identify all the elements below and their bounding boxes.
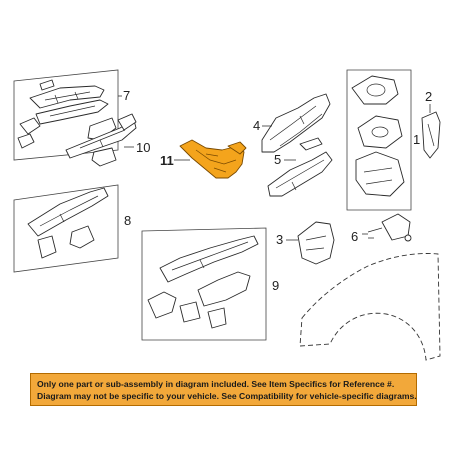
part-group-8	[13, 184, 119, 273]
part-9-brace	[197, 271, 251, 307]
callout-9: 9	[272, 278, 279, 293]
part-5	[267, 137, 333, 197]
callout-3: 3	[276, 232, 283, 247]
callout-5: 5	[274, 152, 281, 167]
disclaimer-line-2: Diagram may not be specific to your vehi…	[37, 391, 417, 401]
part-4	[261, 93, 331, 153]
part-7-mid-rail	[35, 99, 109, 125]
callout-1: 1	[413, 132, 420, 147]
callout-6: 6	[351, 229, 358, 244]
part-group-1	[346, 69, 412, 211]
part-6-sensor	[381, 213, 411, 241]
part-8-rail	[27, 187, 109, 237]
group-8-frame	[13, 184, 119, 273]
part-3-panel	[297, 221, 335, 265]
part-9-clip	[207, 307, 227, 329]
part-9-bracket-left	[147, 291, 177, 319]
part-8-support	[37, 235, 57, 259]
part-group-7	[13, 69, 119, 161]
callout-2: 2	[425, 89, 432, 104]
callout-7: 7	[123, 88, 130, 103]
part-8-bracket	[69, 225, 95, 249]
part-10-tip	[117, 113, 137, 131]
part-10-rail	[65, 119, 137, 159]
part-6-connector	[404, 234, 412, 242]
disclaimer-banner: Only one part or sub-assembly in diagram…	[30, 373, 417, 406]
group-1-frame	[346, 69, 412, 211]
part-group-10	[65, 113, 137, 167]
part-6	[367, 213, 412, 242]
part-2	[421, 111, 441, 159]
group-9-frame	[141, 227, 267, 341]
part-3	[297, 221, 335, 265]
part-5-bolt-plate	[299, 137, 323, 151]
part-11-panel	[179, 139, 245, 179]
part-7-small-bracket	[17, 133, 35, 149]
part-10-bracket	[91, 147, 117, 167]
part-1-shock-tower-lower	[355, 151, 405, 197]
part-7-bracket	[19, 117, 41, 135]
part-9-bracket-mid	[179, 301, 201, 323]
callout-4: 4	[253, 118, 260, 133]
part-11-highlighted	[179, 139, 247, 179]
callout-11: 11	[160, 153, 174, 168]
callout-8: 8	[124, 213, 131, 228]
part-11-tab	[227, 141, 247, 155]
group-7-frame	[13, 69, 119, 161]
part-group-9	[141, 227, 267, 341]
callout-10: 10	[136, 140, 150, 155]
fender-outline	[299, 253, 441, 361]
part-1-shock-tower-plate	[357, 115, 403, 149]
part-1-shock-tower-top	[351, 75, 399, 105]
part-7-clip	[39, 79, 55, 91]
part-7-upper-rail	[29, 85, 105, 109]
disclaimer-line-1: Only one part or sub-assembly in diagram…	[37, 379, 395, 389]
